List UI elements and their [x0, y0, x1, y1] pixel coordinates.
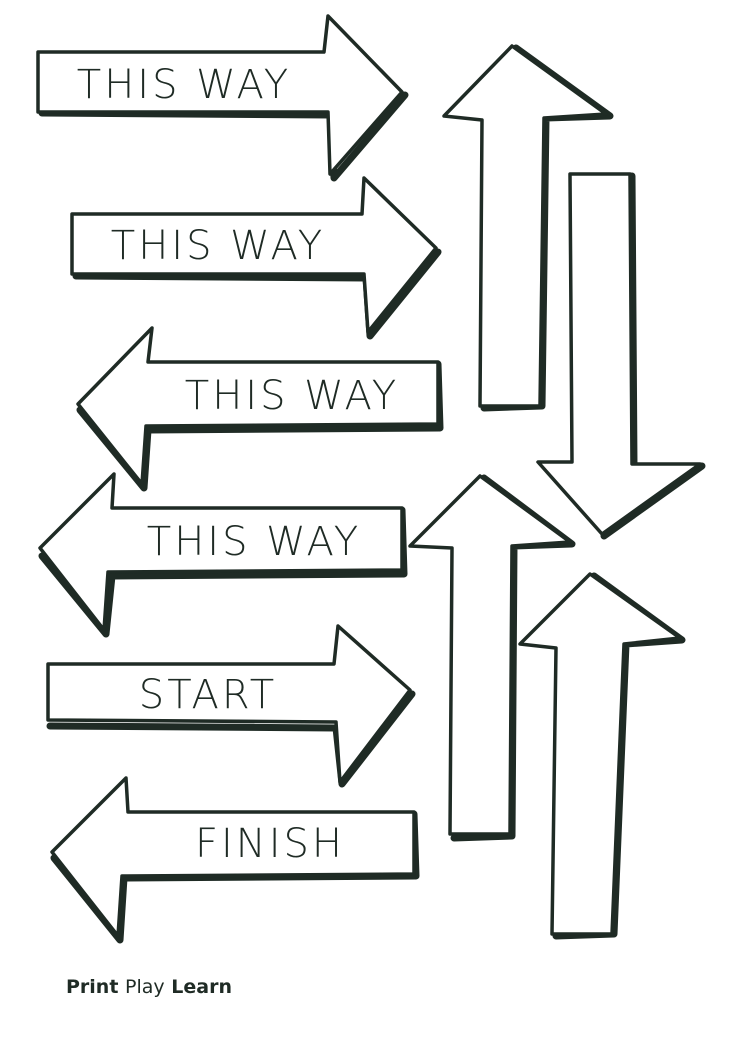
arrow-left-finish: FINISH: [50, 776, 420, 944]
arrow-label: START: [139, 672, 277, 718]
brand-learn: Learn: [171, 976, 233, 998]
arrow-up-tall-top: [442, 44, 614, 412]
arrow-down-tall: [536, 172, 706, 540]
arrow-right-start: START: [46, 624, 416, 788]
brand-print: Print: [66, 976, 119, 998]
arrow-up-tall-bottom-right: [518, 572, 686, 940]
arrow-up-tall-bottom-left: [408, 474, 576, 842]
arrow-left-this-way-3: THIS WAY: [76, 326, 444, 492]
brand-play: Play: [125, 976, 165, 998]
arrow-right-this-way-1: THIS WAY: [36, 14, 409, 182]
arrow-label: THIS WAY: [111, 223, 325, 269]
brand-logo: Print Play Learn: [66, 976, 232, 998]
arrow-label: THIS WAY: [77, 62, 291, 108]
arrow-left-this-way-4: THIS WAY: [38, 472, 408, 638]
arrow-right-this-way-2: THIS WAY: [70, 176, 442, 340]
arrow-label: FINISH: [195, 821, 345, 867]
arrow-label: THIS WAY: [147, 519, 361, 565]
arrow-label: THIS WAY: [185, 373, 399, 419]
